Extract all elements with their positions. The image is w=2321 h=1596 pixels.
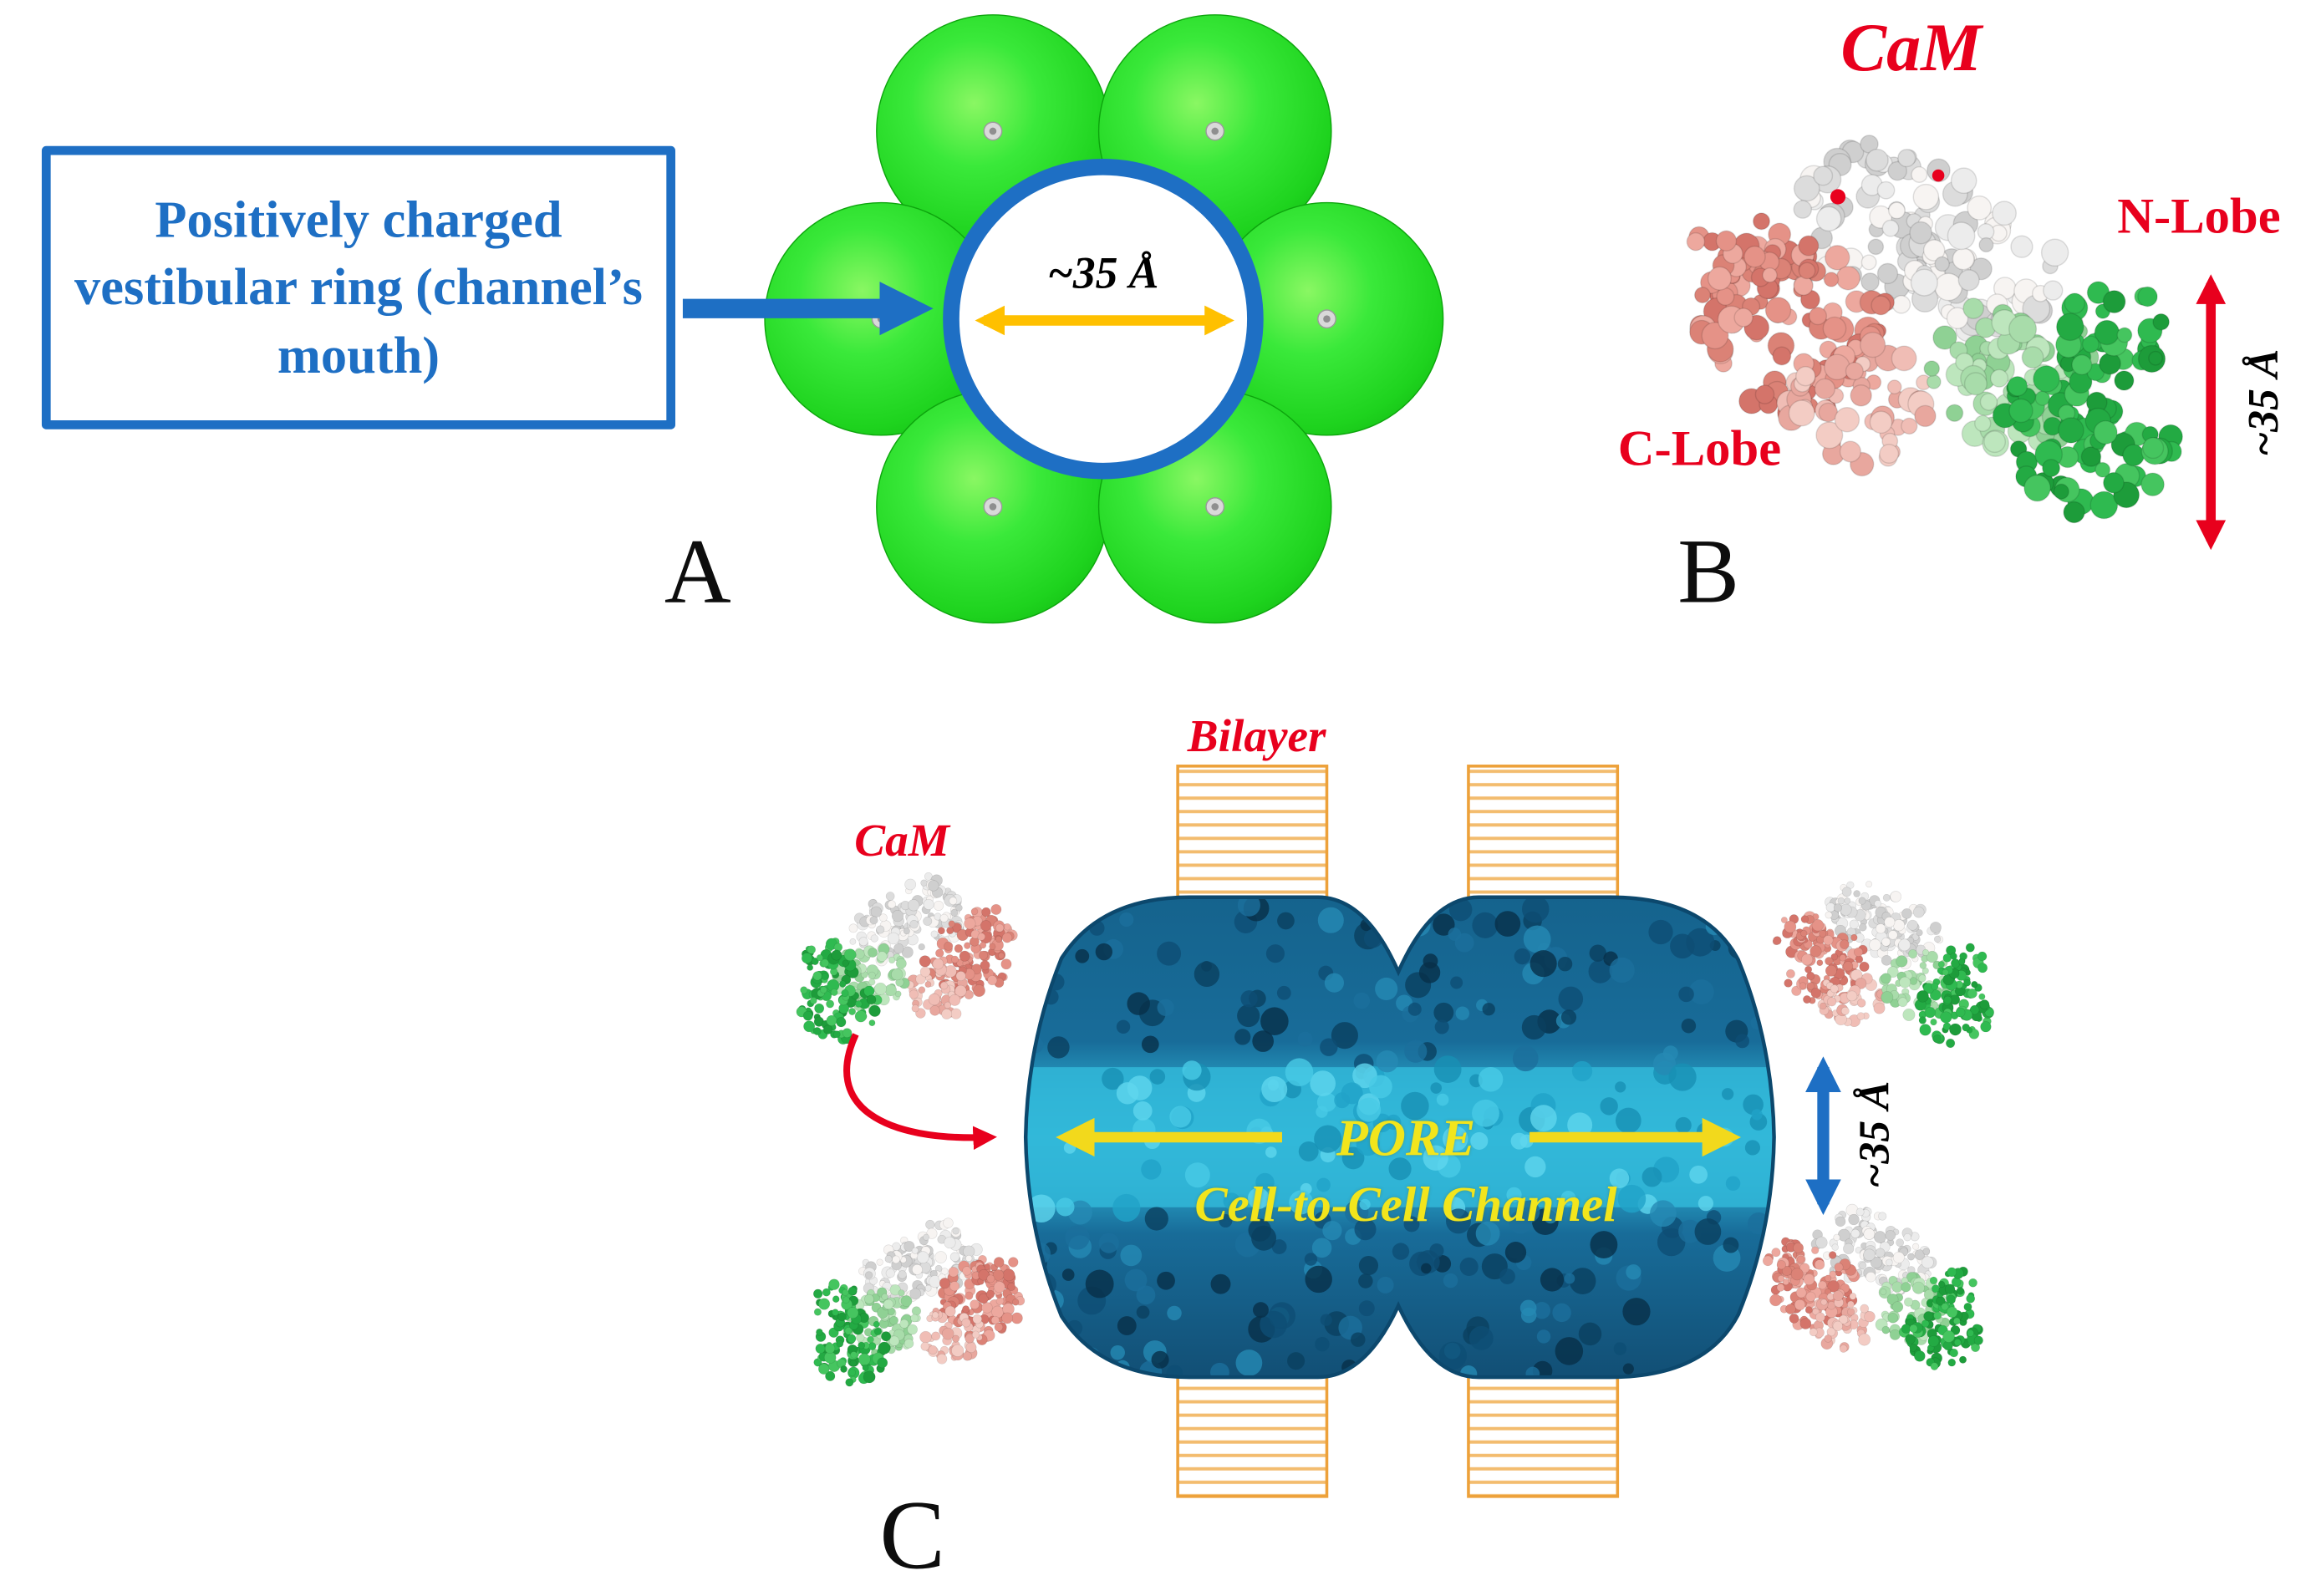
channel-label: Cell-to-Cell Channel: [1194, 1178, 1617, 1233]
c-lobe-label: C-Lobe: [1617, 421, 1782, 477]
bilayer-label: Bilayer: [1187, 709, 1326, 762]
cam-title: CaM: [1840, 8, 1983, 85]
cam-blob-top-right: [1772, 881, 1994, 1049]
cam-blob-bottom-right: [1762, 1203, 1983, 1370]
pore-diameter-label: ~35 Å: [1047, 248, 1159, 298]
cam-pointer-arrow: [843, 1033, 997, 1151]
cam-height-label: ~35 Å: [2240, 348, 2288, 457]
vestibular-ring-outline: [943, 158, 1264, 480]
panel-b-label: B: [1677, 521, 1739, 623]
n-lobe-label: N-Lobe: [2117, 189, 2281, 245]
panel-a-label: A: [664, 521, 731, 623]
callout-box: Positively charged vestibular ring (chan…: [41, 145, 676, 429]
channel-height-label: ~35 Å: [1850, 1080, 1900, 1189]
callout-text: Positively charged vestibular ring (chan…: [74, 190, 643, 384]
cam-blob-bottom-left: [812, 1217, 1026, 1387]
cam-molecule: [1686, 135, 2184, 524]
panel-c-label: C: [879, 1481, 945, 1591]
cam-label-panel-c: CaM: [854, 813, 949, 867]
cam-blob-top-left: [796, 872, 1018, 1045]
pore-label: PORE: [1336, 1109, 1476, 1167]
